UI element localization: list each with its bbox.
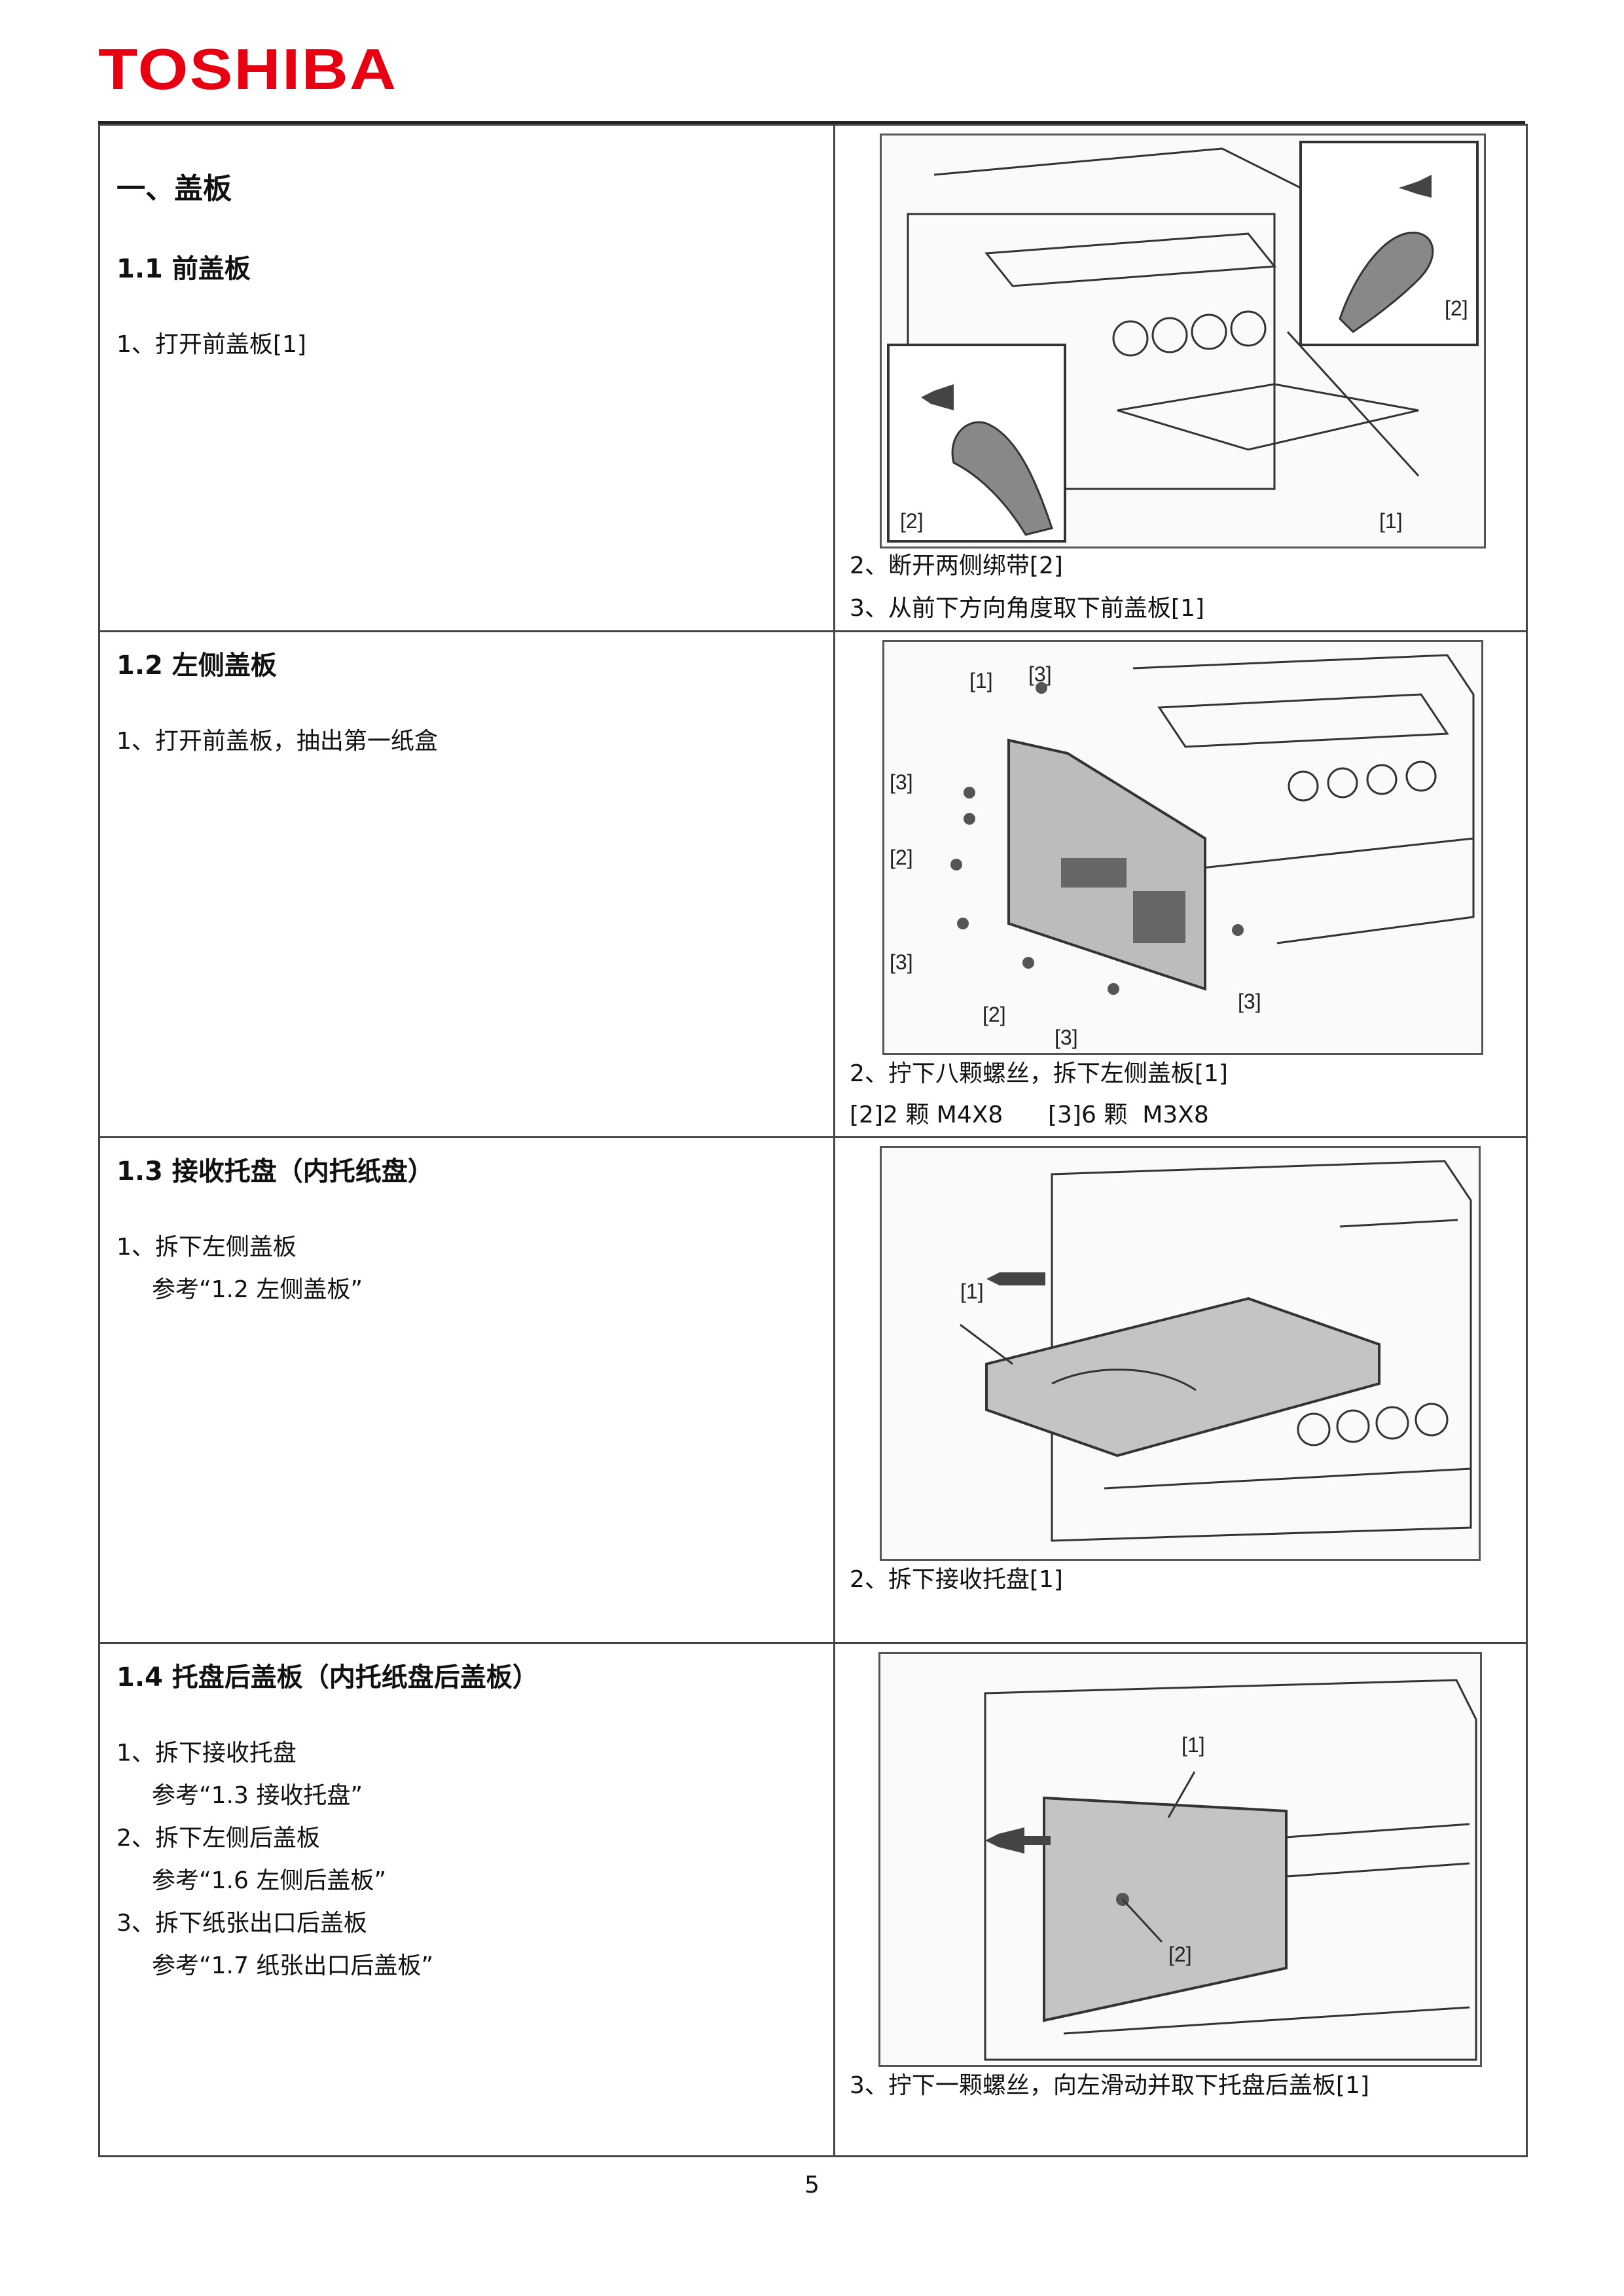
callout-label: [2] <box>1445 296 1468 320</box>
receiving-tray-diagram: [1] <box>880 1146 1481 1561</box>
procedure-table: 一、盖板 1.1 前盖板 1、打开前盖板[1] <box>98 124 1528 2157</box>
figure-caption: 2、拧下八颗螺丝，拆下左侧盖板[1] <box>850 1060 1228 1087</box>
step-text: 1、打开前盖板，抽出第一纸盒 <box>117 728 438 755</box>
receiving-tray-illustration: [1] <box>960 1160 1472 1542</box>
callout-label: [1] <box>1379 509 1403 533</box>
callout-label: [2] <box>1168 1943 1192 1966</box>
callout-label: [2] <box>890 846 913 869</box>
left-cover-diagram: [1] [3] [3] [2] [3] [2] [3] [3] <box>882 640 1483 1055</box>
section-row-1-2: 1.2 左侧盖板 1、打开前盖板，抽出第一纸盒 <box>98 630 1528 1138</box>
front-cover-illustration: [2] [2] [1] <box>887 141 1479 543</box>
figure-cell-1-3: [1] 2、拆下接收托盘[1] <box>833 1136 1528 1644</box>
toshiba-logo: TOSHIBA <box>98 37 398 101</box>
left-cover-illustration: [1] [3] [3] [2] [3] [2] [3] [3] <box>890 654 1475 1049</box>
callout-label: [3] <box>1028 662 1052 686</box>
figure-cell-1-4: [1] [2] 3、拧下一颗螺丝，向左滑动并取下托盘后盖板[1] <box>833 1642 1528 2157</box>
tray-rear-cover-illustration: [1] [2] <box>984 1679 1477 2061</box>
section-title: 1.4 托盘后盖板（内托纸盘后盖板） <box>117 1662 539 1693</box>
callout-label: [1] <box>1182 1733 1205 1757</box>
figure-caption: 2、断开两侧绑带[2] <box>850 552 1063 579</box>
section-title: 1.2 左侧盖板 <box>117 651 277 681</box>
callout-label: [1] <box>960 1280 984 1303</box>
callout-label: [3] <box>1238 990 1261 1013</box>
figure-caption: 3、从前下方向角度取下前盖板[1] <box>850 595 1204 622</box>
step-text: 1、拆下左侧盖板 <box>117 1234 297 1261</box>
section-row-1-4: 1.4 托盘后盖板（内托纸盘后盖板） 1、拆下接收托盘 参考“1.3 接收托盘”… <box>98 1642 1528 2157</box>
page-number: 5 <box>804 2172 820 2198</box>
callout-label: [2] <box>900 509 924 533</box>
callout-label: [3] <box>1055 1026 1078 1049</box>
figure-caption: 2、拆下接收托盘[1] <box>850 1566 1063 1593</box>
chapter-heading: 一、盖板 <box>117 172 232 206</box>
front-cover-diagram: [2] [2] [1] <box>880 134 1486 548</box>
callout-label: [3] <box>890 950 913 974</box>
callout-label: [1] <box>969 669 993 692</box>
step-text: 1、拆下接收托盘 <box>117 1740 297 1767</box>
step-text: 1、打开前盖板[1] <box>117 331 306 358</box>
section-title: 1.3 接收托盘（内托纸盘） <box>117 1157 434 1187</box>
figure-caption: 3、拧下一颗螺丝，向左滑动并取下托盘后盖板[1] <box>850 2072 1369 2099</box>
callout-label: [3] <box>890 770 913 794</box>
header-rule <box>98 121 1525 124</box>
reference-text: 参考“1.6 左侧后盖板” <box>152 1867 386 1894</box>
section-title: 1.1 前盖板 <box>117 254 251 284</box>
tray-rear-cover-diagram: [1] [2] <box>878 1652 1482 2067</box>
figure-cell-1-2: [1] [3] [3] [2] [3] [2] [3] [3] 2、拧下八颗螺丝… <box>833 630 1528 1138</box>
reference-text: 参考“1.3 接收托盘” <box>152 1782 363 1809</box>
step-text: 2、拆下左侧后盖板 <box>117 1825 320 1852</box>
text-cell-1-4: 1.4 托盘后盖板（内托纸盘后盖板） 1、拆下接收托盘 参考“1.3 接收托盘”… <box>98 1642 835 2157</box>
step-text: 3、拆下纸张出口后盖板 <box>117 1910 367 1937</box>
reference-text: 参考“1.7 纸张出口后盖板” <box>152 1952 433 1979</box>
text-cell-1-1: 一、盖板 1.1 前盖板 1、打开前盖板[1] <box>98 124 835 632</box>
figure-caption: [2]2 颗 M4X8 [3]6 颗 M3X8 <box>850 1102 1209 1128</box>
reference-text: 参考“1.2 左侧盖板” <box>152 1276 363 1303</box>
text-cell-1-2: 1.2 左侧盖板 1、打开前盖板，抽出第一纸盒 <box>98 630 835 1138</box>
callout-label: [2] <box>983 1003 1006 1026</box>
section-row-1-1: 一、盖板 1.1 前盖板 1、打开前盖板[1] <box>98 124 1528 632</box>
figure-cell-1-1: [2] [2] [1] 2、断开两侧绑带[2] 3、从前下方向角度取下前盖板[1… <box>833 124 1528 632</box>
text-cell-1-3: 1.3 接收托盘（内托纸盘） 1、拆下左侧盖板 参考“1.2 左侧盖板” <box>98 1136 835 1644</box>
section-row-1-3: 1.3 接收托盘（内托纸盘） 1、拆下左侧盖板 参考“1.2 左侧盖板” <box>98 1136 1528 1644</box>
